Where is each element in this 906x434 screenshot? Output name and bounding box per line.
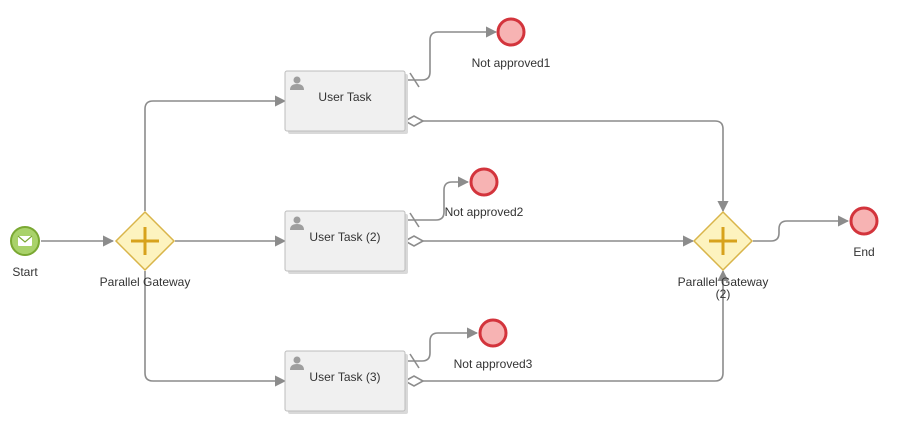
flow-task3-to-notapproved3[interactable]	[405, 327, 479, 362]
flow-gateway-to-task1[interactable]	[144, 95, 287, 211]
flow-task3-to-join[interactable]	[423, 269, 729, 382]
gateway-join-label-line2: (2)	[716, 287, 731, 301]
user-task-3-label: User Task (3)	[309, 370, 380, 384]
conditional-diamond-1	[403, 115, 425, 127]
plus-icon	[709, 227, 737, 255]
default-flow-mark-2	[409, 212, 420, 228]
user-icon	[290, 356, 304, 370]
parallel-gateway-join[interactable]	[692, 210, 754, 272]
gateway-split-label: Parallel Gateway	[100, 275, 191, 289]
end-label: End	[853, 245, 874, 259]
not-approved-1-label: Not approved1	[472, 56, 551, 70]
user-task-1-label: User Task	[318, 90, 372, 104]
flow-task2-to-notapproved2[interactable]	[405, 176, 470, 221]
end-event[interactable]	[849, 206, 879, 236]
default-flow-mark-1	[409, 72, 420, 88]
start-event[interactable]	[10, 226, 40, 256]
flow-task1-to-notapproved1[interactable]	[405, 26, 498, 81]
parallel-gateway-split[interactable]	[114, 210, 176, 272]
end-event-not-approved-3[interactable]	[478, 318, 508, 348]
end-event-not-approved-1[interactable]	[496, 17, 526, 47]
user-task-3[interactable]: User Task (3)	[284, 350, 408, 414]
user-icon	[290, 76, 304, 90]
user-task-2-label: User Task (2)	[309, 230, 380, 244]
flow-join-to-end[interactable]	[753, 215, 850, 242]
envelope-icon	[17, 235, 33, 246]
start-label: Start	[12, 265, 38, 279]
user-task-1[interactable]: User Task	[284, 70, 408, 134]
conditional-diamond-2	[403, 235, 425, 247]
default-flow-mark-3	[409, 353, 420, 369]
user-task-2[interactable]: User Task (2)	[284, 210, 408, 274]
flow-task1-to-join[interactable]	[423, 120, 729, 213]
conditional-diamond-3	[403, 375, 425, 387]
flow-gateway-to-task3[interactable]	[144, 271, 287, 387]
not-approved-3-label: Not approved3	[454, 357, 533, 371]
not-approved-2-label: Not approved2	[445, 205, 524, 219]
user-icon	[290, 216, 304, 230]
plus-icon	[131, 227, 159, 255]
gateway-join-label-line1: Parallel Gateway	[678, 275, 769, 289]
sequence-flows	[41, 26, 850, 387]
end-event-not-approved-2[interactable]	[469, 167, 499, 197]
